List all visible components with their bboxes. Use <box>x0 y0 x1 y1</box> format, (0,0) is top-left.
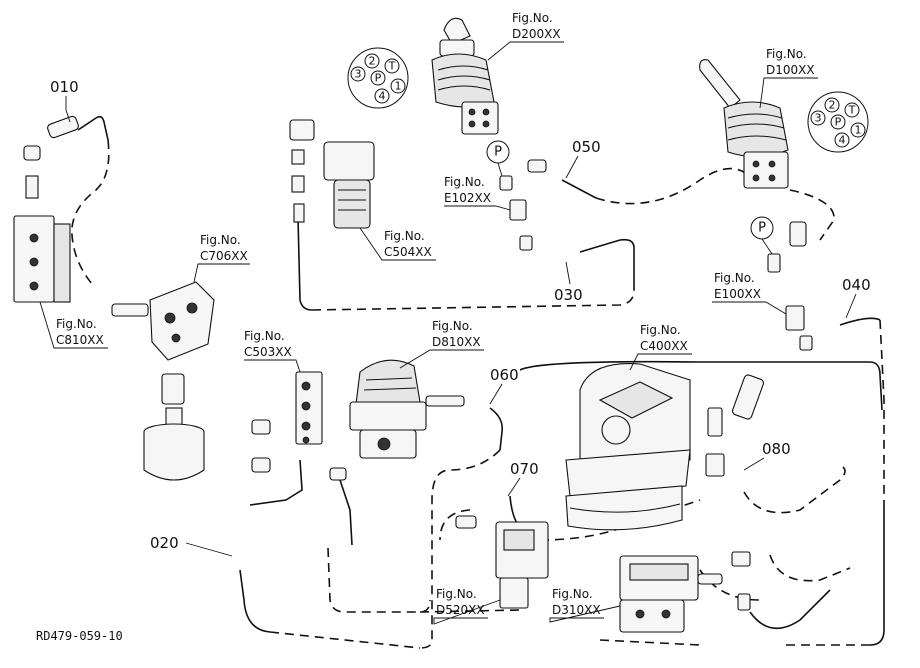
port-marker-p-right: P <box>750 216 774 255</box>
fig-label-e102: Fig.No. E102XX <box>444 175 511 211</box>
svg-text:Fig.No.: Fig.No. <box>766 47 807 61</box>
svg-text:020: 020 <box>150 534 179 552</box>
svg-text:2: 2 <box>369 55 376 68</box>
svg-text:2: 2 <box>829 99 836 112</box>
svg-text:Fig.No.: Fig.No. <box>640 323 681 337</box>
svg-text:Fig.No.: Fig.No. <box>432 319 473 333</box>
valve-d810 <box>349 359 465 459</box>
svg-text:Fig.No.: Fig.No. <box>56 317 97 331</box>
svg-text:C504XX: C504XX <box>384 245 432 259</box>
svg-text:070: 070 <box>510 460 539 478</box>
svg-text:E100XX: E100XX <box>714 287 761 301</box>
svg-text:060: 060 <box>490 366 519 384</box>
svg-text:P: P <box>758 221 766 236</box>
valve-d310 <box>619 551 751 633</box>
drawing-code: RD479-059-10 <box>36 629 123 643</box>
callout-040: 040 <box>842 276 871 319</box>
port-marker-p-left: P <box>486 140 510 177</box>
fig-label-d520: Fig.No. D520XX <box>433 587 501 625</box>
callout-060: 060 <box>489 366 519 405</box>
fig-label-c400: Fig.No. C400XX <box>629 323 692 371</box>
fig-label-c706: Fig.No. C706XX <box>193 233 250 283</box>
manifold-c503 <box>251 371 347 481</box>
svg-text:4: 4 <box>379 90 386 103</box>
svg-text:1: 1 <box>395 80 402 93</box>
svg-text:D200XX: D200XX <box>512 27 561 41</box>
fig-label-d310: Fig.No. D310XX <box>549 587 621 623</box>
pilot-valve-right <box>699 59 789 189</box>
svg-text:C706XX: C706XX <box>200 249 248 263</box>
svg-text:D100XX: D100XX <box>766 63 815 77</box>
fig-label-d810: Fig.No. D810XX <box>399 319 484 369</box>
callout-010: 010 <box>50 78 79 123</box>
svg-text:030: 030 <box>554 286 583 304</box>
motor-c400 <box>565 362 765 531</box>
valve-c706 <box>111 281 215 361</box>
hose-routing <box>71 115 885 649</box>
svg-text:Fig.No.: Fig.No. <box>512 11 553 25</box>
callout-050: 050 <box>565 138 601 179</box>
fig-label-c504: Fig.No. C504XX <box>359 227 436 261</box>
svg-text:080: 080 <box>762 440 791 458</box>
callout-070: 070 <box>507 460 539 497</box>
svg-text:D310XX: D310XX <box>552 603 601 617</box>
svg-text:010: 010 <box>50 78 79 96</box>
valve-block-c810 <box>13 115 79 303</box>
svg-text:Fig.No.: Fig.No. <box>714 271 755 285</box>
svg-text:050: 050 <box>572 138 601 156</box>
svg-text:Fig.No.: Fig.No. <box>444 175 485 189</box>
filter-c504 <box>289 119 375 229</box>
svg-text:C503XX: C503XX <box>244 345 292 359</box>
svg-text:E102XX: E102XX <box>444 191 491 205</box>
fitting-e100 <box>767 221 813 351</box>
callout-020: 020 <box>150 534 233 557</box>
port-diagram-right: 2 T 3 P 1 4 <box>807 91 869 153</box>
svg-text:D520XX: D520XX <box>436 603 485 617</box>
svg-text:3: 3 <box>355 68 362 81</box>
svg-text:Fig.No.: Fig.No. <box>244 329 285 343</box>
svg-text:1: 1 <box>855 124 862 137</box>
fig-label-c503: Fig.No. C503XX <box>244 329 301 373</box>
pilot-valve-left <box>431 17 499 135</box>
fig-label-c810: Fig.No. C810XX <box>39 301 108 349</box>
svg-text:C400XX: C400XX <box>640 339 688 353</box>
callout-030: 030 <box>554 261 583 304</box>
svg-text:Fig.No.: Fig.No. <box>436 587 477 601</box>
fig-label-e100: Fig.No. E100XX <box>712 271 787 315</box>
svg-text:Fig.No.: Fig.No. <box>384 229 425 243</box>
svg-text:T: T <box>848 104 856 117</box>
fig-label-d200: Fig.No. D200XX <box>487 11 564 61</box>
svg-text:P: P <box>494 145 502 160</box>
svg-text:4: 4 <box>839 134 846 147</box>
callout-080: 080 <box>743 440 791 471</box>
svg-text:D810XX: D810XX <box>432 335 481 349</box>
svg-text:P: P <box>375 72 382 85</box>
svg-text:T: T <box>388 60 396 73</box>
fig-label-d100: Fig.No. D100XX <box>759 47 818 109</box>
svg-text:Fig.No.: Fig.No. <box>200 233 241 247</box>
valve-d520 <box>455 515 549 609</box>
accumulator <box>143 373 205 481</box>
svg-text:040: 040 <box>842 276 871 294</box>
svg-text:3: 3 <box>815 112 822 125</box>
svg-text:P: P <box>835 116 842 129</box>
svg-text:C810XX: C810XX <box>56 333 104 347</box>
fitting-e102 <box>499 159 547 251</box>
port-diagram-left: 2 T 3 P 1 4 <box>347 47 409 109</box>
svg-text:Fig.No.: Fig.No. <box>552 587 593 601</box>
